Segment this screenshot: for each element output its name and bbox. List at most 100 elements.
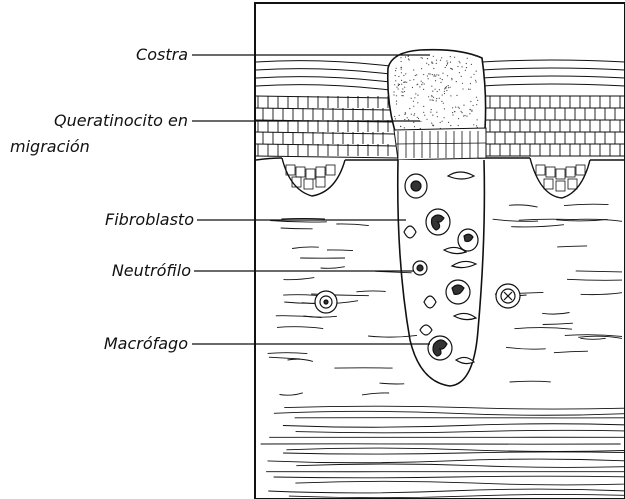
cell-nucleus <box>411 181 421 191</box>
stipple-dot <box>395 80 396 81</box>
stipple-dot <box>440 82 441 83</box>
stipple-dot <box>462 88 463 89</box>
stipple-dot <box>430 73 431 74</box>
stipple-dot <box>408 119 409 120</box>
stipple-dot <box>436 98 437 99</box>
stipple-dot <box>444 93 445 94</box>
stipple-dot <box>431 95 432 96</box>
stipple-dot <box>442 121 443 122</box>
stipple-dot <box>442 94 443 95</box>
stipple-dot <box>475 56 476 57</box>
stipple-dot <box>431 86 432 87</box>
stipple-dot <box>395 70 396 71</box>
stipple-dot <box>402 88 403 89</box>
stipple-dot <box>424 115 425 116</box>
stipple-dot <box>459 108 460 109</box>
stipple-dot <box>433 97 434 98</box>
stipple-dot <box>475 80 476 81</box>
stipple-dot <box>473 74 474 75</box>
stipple-dot <box>418 118 419 119</box>
stipple-dot <box>428 64 429 65</box>
stipple-dot <box>450 62 451 63</box>
stipple-dot <box>462 83 463 84</box>
stipple-dot <box>421 57 422 58</box>
stipple-dot <box>430 112 431 113</box>
stipple-dot <box>413 69 414 70</box>
stipple-dot <box>477 100 478 101</box>
stipple-dot <box>435 89 436 90</box>
stipple-dot <box>413 101 414 102</box>
label-queratinocito: Queratinocito en <box>54 111 188 131</box>
stipple-dot <box>411 98 412 99</box>
stipple-dot <box>433 100 434 101</box>
label-migracion: migración <box>10 137 90 157</box>
stipple-dot <box>470 83 471 84</box>
stipple-dot <box>401 61 402 62</box>
stipple-dot <box>473 105 474 106</box>
stipple-dot <box>414 113 415 114</box>
stipple-dot <box>431 123 432 124</box>
stipple-dot <box>436 112 437 113</box>
stipple-dot <box>452 114 453 115</box>
stipple-dot <box>416 74 417 75</box>
stipple-dot <box>440 78 441 79</box>
stipple-dot <box>394 84 395 85</box>
stipple-dot <box>428 96 429 97</box>
stipple-dot <box>398 85 399 86</box>
stipple-dot <box>396 103 397 104</box>
stipple-dot <box>432 99 433 100</box>
stipple-dot <box>448 122 449 123</box>
stipple-dot <box>401 95 402 96</box>
stipple-dot <box>412 87 413 88</box>
stipple-dot <box>442 79 443 80</box>
vessel-cell <box>324 300 328 304</box>
stipple-dot <box>450 95 451 96</box>
stipple-dot <box>452 112 453 113</box>
cell-nucleus <box>417 265 423 271</box>
stipple-dot <box>427 75 428 76</box>
stipple-dot <box>427 58 428 59</box>
stipple-dot <box>455 107 456 108</box>
stipple-dot <box>459 62 460 63</box>
stipple-dot <box>467 58 468 59</box>
stipple-dot <box>461 76 462 77</box>
stipple-dot <box>420 121 421 122</box>
stipple-dot <box>434 74 435 75</box>
stipple-dot <box>431 109 432 110</box>
stipple-dot <box>436 100 437 101</box>
stipple-dot <box>423 106 424 107</box>
stipple-dot <box>452 69 453 70</box>
stipple-dot <box>400 126 401 127</box>
stipple-dot <box>396 95 397 96</box>
stipple-dot <box>447 62 448 63</box>
stipple-dot <box>400 67 401 68</box>
stipple-dot <box>417 102 418 103</box>
stipple-dot <box>456 95 457 96</box>
stipple-dot <box>394 116 395 117</box>
stipple-dot <box>407 117 408 118</box>
stipple-dot <box>436 74 437 75</box>
stipple-dot <box>409 108 410 109</box>
stipple-dot <box>401 80 402 81</box>
stipple-dot <box>450 56 451 57</box>
stipple-dot <box>405 113 406 114</box>
stipple-dot <box>400 57 401 58</box>
stipple-dot <box>471 111 472 112</box>
stipple-dot <box>428 73 429 74</box>
stipple-dot <box>451 79 452 80</box>
stipple-dot <box>393 91 394 92</box>
stipple-dot <box>444 117 445 118</box>
stipple-dot <box>466 67 467 68</box>
stipple-dot <box>448 87 449 88</box>
stipple-dot <box>422 58 423 59</box>
stipple-dot <box>457 66 458 67</box>
stipple-dot <box>471 77 472 78</box>
stipple-dot <box>441 57 442 58</box>
stipple-dot <box>421 81 422 82</box>
stipple-dot <box>451 78 452 79</box>
stipple-dot <box>401 84 402 85</box>
stipple-dot <box>452 107 453 108</box>
stipple-dot <box>437 91 438 92</box>
stipple-dot <box>450 125 451 126</box>
